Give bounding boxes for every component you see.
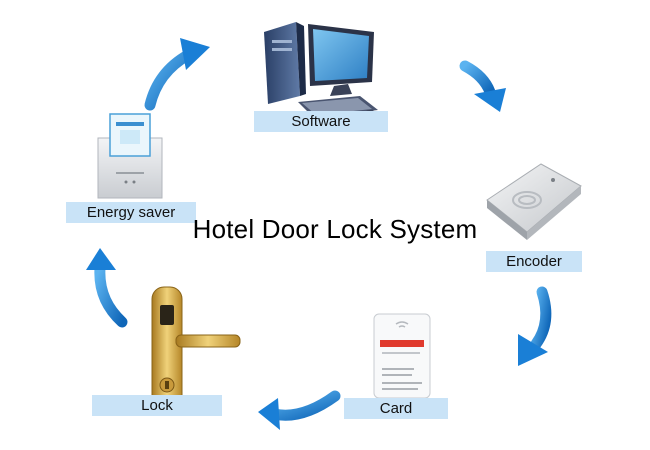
arrow-software-to-encoder xyxy=(459,60,506,112)
door-lock-icon xyxy=(151,286,241,414)
computer-icon xyxy=(264,22,378,118)
node-label-card: Card xyxy=(344,398,448,419)
arrow-lock-to-energy xyxy=(86,248,128,328)
key-card-icon xyxy=(373,313,431,399)
node-label-encoder: Encoder xyxy=(486,251,582,272)
energy-saver-icon xyxy=(97,113,163,199)
node-label-software: Software xyxy=(254,111,388,132)
node-label-lock: Lock xyxy=(92,395,222,416)
arrow-card-to-lock xyxy=(258,390,341,430)
arrow-encoder-to-card xyxy=(518,286,552,366)
node-label-energy-saver: Energy saver xyxy=(66,202,196,223)
diagram-title: Hotel Door Lock System xyxy=(192,214,478,244)
encoder-device-icon xyxy=(486,163,582,240)
arrow-energy-to-software xyxy=(144,38,210,111)
